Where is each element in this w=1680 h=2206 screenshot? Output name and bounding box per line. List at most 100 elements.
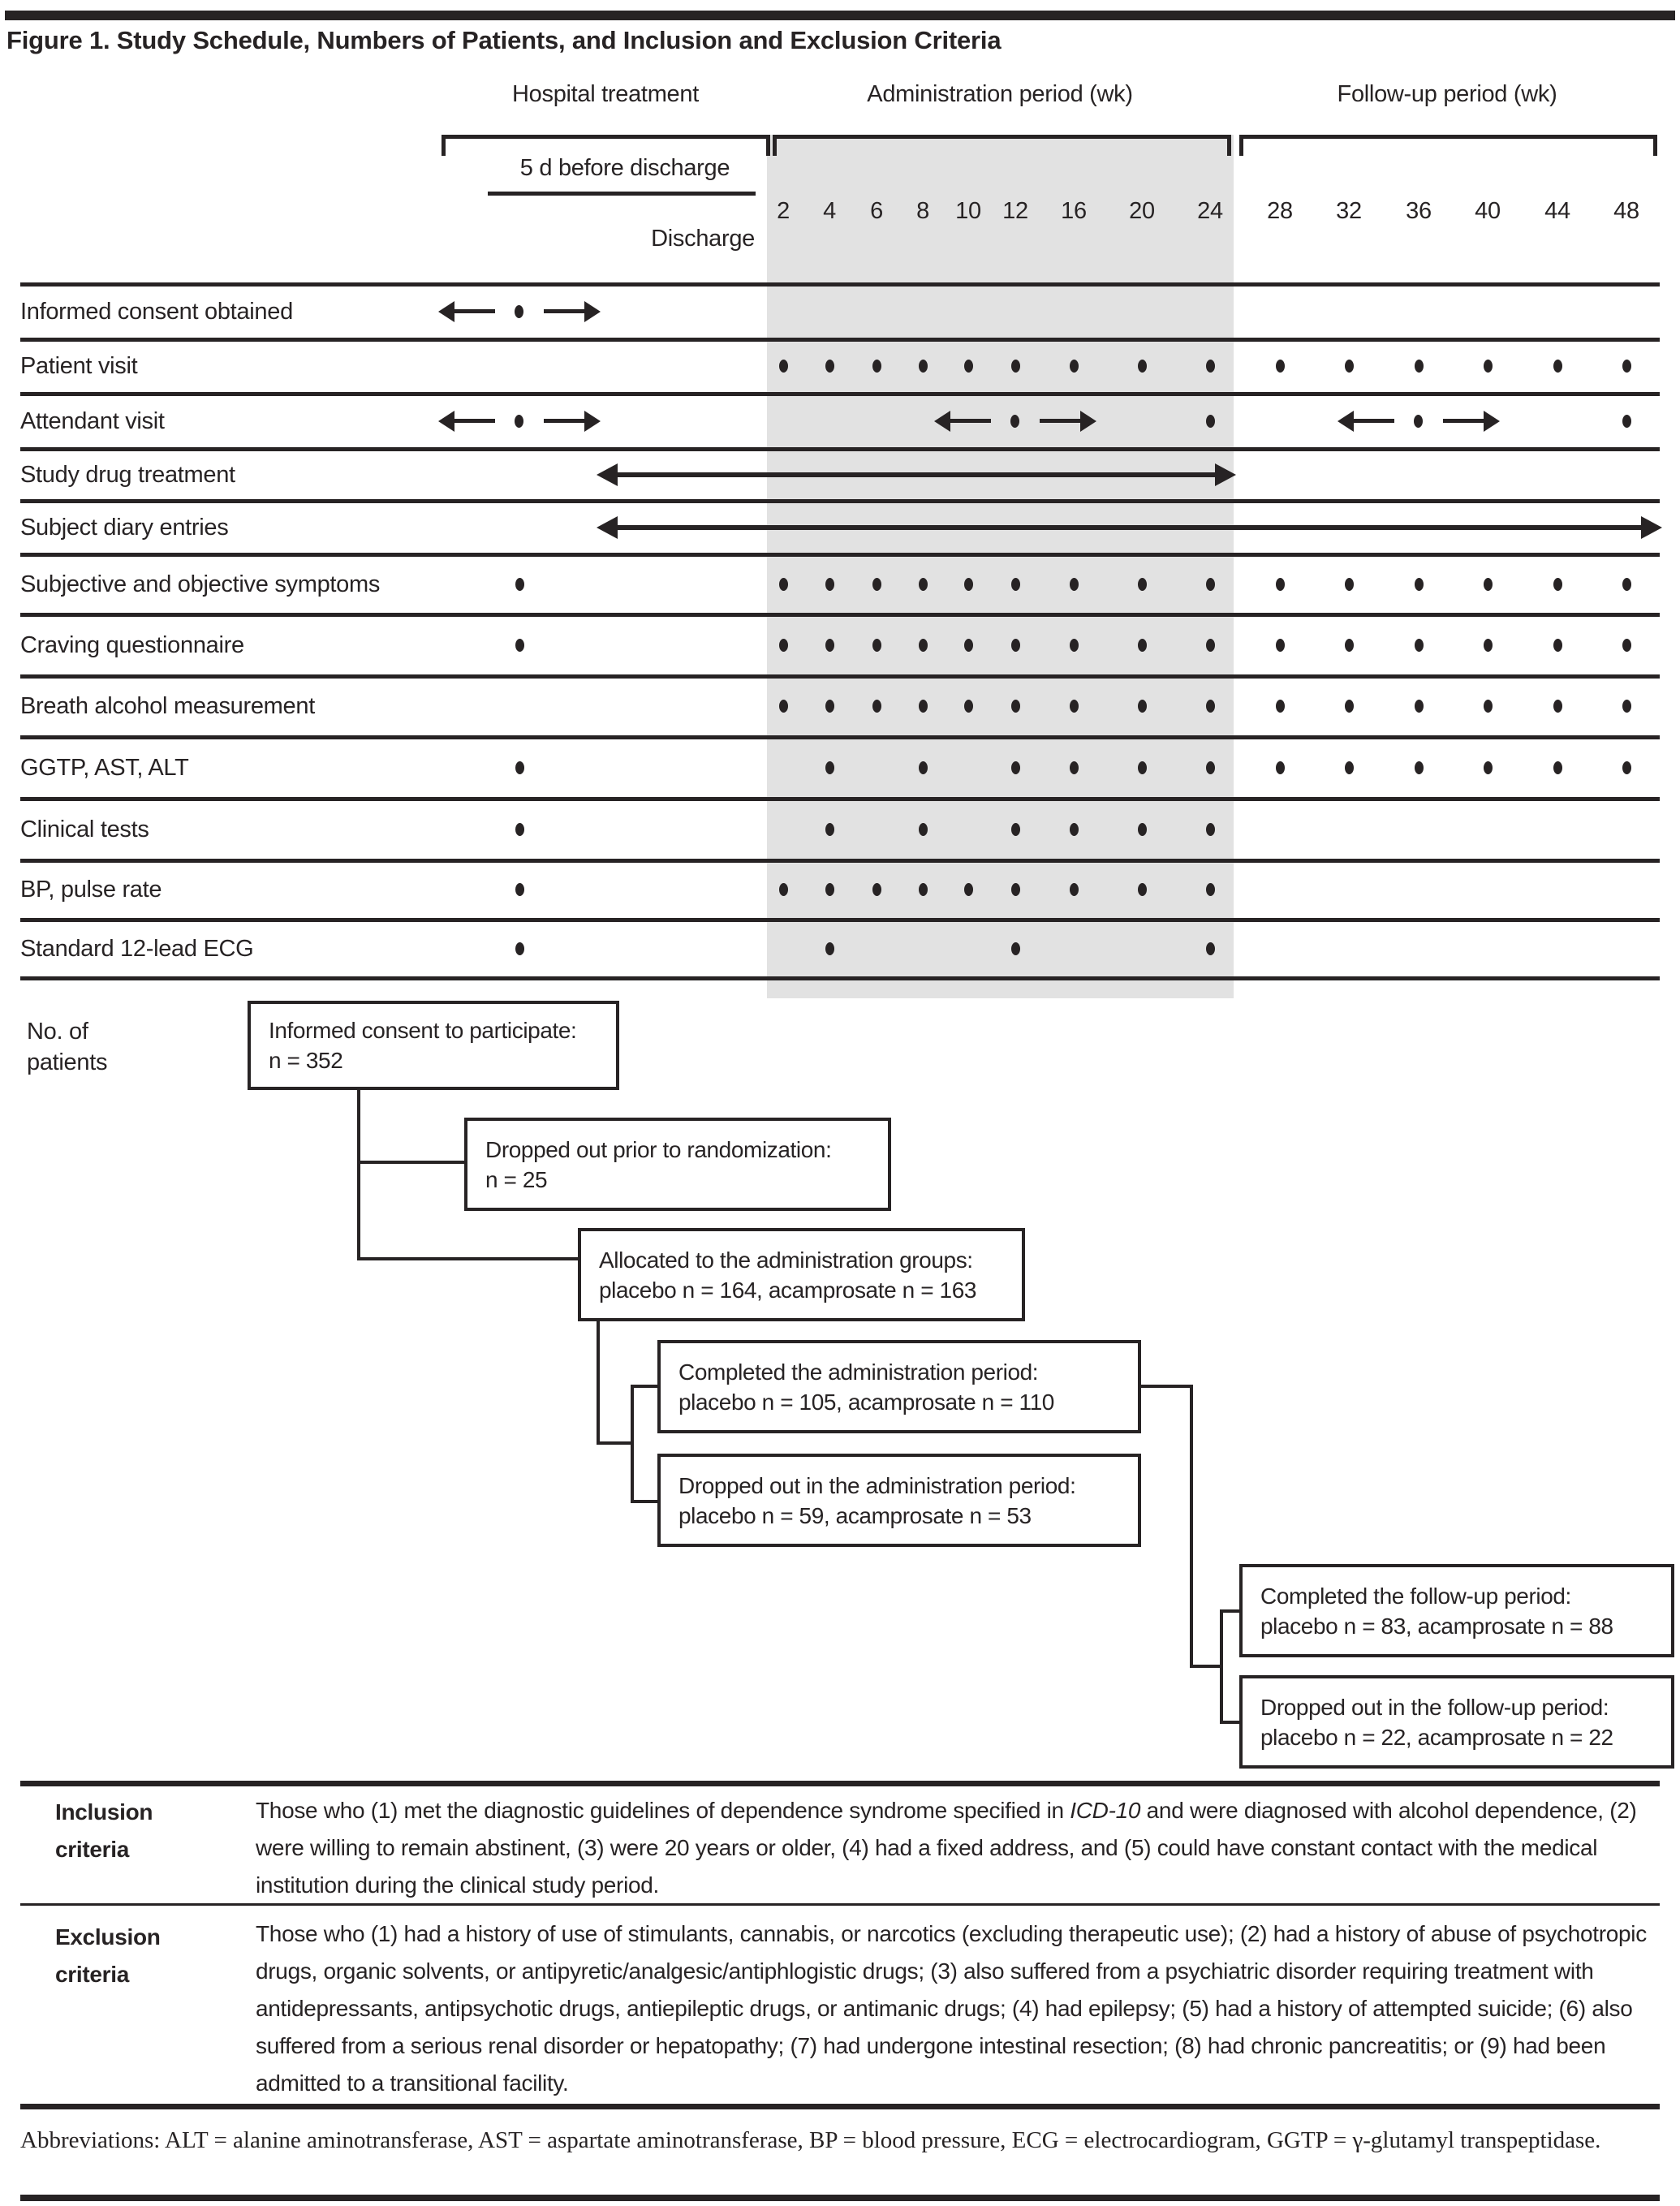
schedule-dot [1415, 639, 1424, 652]
figure-bottom-rule [20, 2195, 1660, 2201]
window-dot [515, 305, 523, 318]
flow-box-line: Allocated to the administration groups: [599, 1247, 973, 1273]
week-label: 48 [1613, 198, 1639, 224]
schedule-row-label: Patient visit [20, 353, 138, 379]
schedule-dot [964, 578, 973, 591]
flow-connector [1220, 1609, 1223, 1724]
schedule-dot [964, 700, 973, 713]
schedule-dot [1011, 942, 1020, 955]
window-line [453, 419, 495, 423]
schedule-dot [779, 883, 788, 896]
row-separator [20, 918, 1660, 922]
schedule-row-label: Subjective and objective symptoms [20, 571, 381, 597]
schedule-dot [1484, 700, 1493, 713]
week-label: 36 [1406, 198, 1432, 224]
visit-window-marker [438, 410, 601, 433]
schedule-dot [1138, 578, 1147, 591]
schedule-dot [1206, 360, 1215, 373]
schedule-dot [1415, 700, 1424, 713]
schedule-dot [1276, 360, 1285, 373]
schedule-dot [1138, 700, 1147, 713]
schedule-dot [779, 360, 788, 373]
inclusion-criteria-label: Inclusion criteria [55, 1799, 153, 1862]
row-separator [20, 859, 1660, 863]
schedule-dot [825, 761, 834, 774]
flow-connector [1190, 1385, 1193, 1668]
week-label: 8 [916, 198, 929, 224]
window-line [949, 419, 991, 423]
schedule-dot [964, 360, 973, 373]
flow-box-line: n = 25 [485, 1166, 548, 1192]
criteria-top-rule [20, 1781, 1660, 1786]
followup-period-header: Follow-up period (wk) [1337, 81, 1557, 107]
flow-connector [1138, 1385, 1193, 1388]
window-line [453, 309, 495, 313]
discharge-header: Discharge [651, 226, 755, 252]
schedule-dot [1276, 761, 1285, 774]
schedule-dot [825, 942, 834, 955]
arrow-left-icon [597, 463, 618, 486]
arrow-left-icon [438, 301, 454, 322]
row-separator [20, 674, 1660, 679]
week-label: 44 [1544, 198, 1570, 224]
schedule-dot [1011, 823, 1020, 836]
schedule-dot [1011, 578, 1020, 591]
schedule-dot [1138, 761, 1147, 774]
arrow-right-icon [1484, 411, 1500, 432]
followup-bracket [1239, 135, 1657, 156]
schedule-dot [825, 883, 834, 896]
schedule-dot [1345, 761, 1354, 774]
flow-box-line: Informed consent to participate: [269, 1018, 577, 1043]
schedule-dot [1345, 639, 1354, 652]
arrow-left-icon [438, 411, 454, 432]
window-dot [515, 415, 523, 428]
schedule-dot [825, 578, 834, 591]
flow-connector [357, 1161, 464, 1164]
criteria-divider-rule [20, 1903, 1660, 1906]
flow-box-line: placebo n = 83, acamprosate n = 88 [1260, 1613, 1613, 1639]
schedule-row-label: GGTP, AST, ALT [20, 755, 189, 781]
schedule-dot [1138, 823, 1147, 836]
flow-connector [597, 1441, 634, 1445]
schedule-dot [1011, 360, 1020, 373]
schedule-dot [1553, 360, 1562, 373]
flow-box-line: placebo n = 164, acamprosate n = 163 [599, 1277, 977, 1303]
schedule-dot [1276, 578, 1285, 591]
schedule-dot [872, 700, 881, 713]
flow-box-dropped-administration: Dropped out in the administration period… [657, 1454, 1141, 1547]
week-label: 12 [1002, 198, 1028, 224]
flow-box-dropped-pre-randomization: Dropped out prior to randomization: n = … [464, 1118, 891, 1211]
arrow-right-icon [584, 411, 601, 432]
arrow-right-icon [1215, 463, 1236, 486]
flow-connector [357, 1090, 360, 1260]
schedule-dot [1415, 578, 1424, 591]
schedule-dot [825, 639, 834, 652]
row-separator [20, 447, 1660, 451]
flow-connector [631, 1500, 657, 1503]
administration-period-header: Administration period (wk) [867, 81, 1133, 107]
arrow-right-icon [584, 301, 601, 322]
exclusion-criteria-text: Those who (1) had a history of use of st… [256, 1921, 1647, 2096]
schedule-row-label: Standard 12-lead ECG [20, 936, 254, 962]
before-discharge-header: 5 d before discharge [519, 155, 730, 181]
window-line [544, 419, 586, 423]
schedule-dot [1553, 700, 1562, 713]
schedule-dot [919, 578, 928, 591]
schedule-dot [1553, 639, 1562, 652]
administration-bracket [773, 135, 1231, 156]
inclusion-text-icd10: ICD-10 [1070, 1798, 1141, 1823]
week-label: 20 [1129, 198, 1155, 224]
schedule-dot [919, 639, 928, 652]
schedule-dot [1206, 578, 1215, 591]
schedule-dot [1206, 942, 1215, 955]
flow-box-line: Dropped out in the administration period… [678, 1472, 1076, 1498]
arrow-right-icon [1080, 411, 1096, 432]
flow-box-line: placebo n = 105, acamprosate n = 110 [678, 1389, 1054, 1415]
flow-connector [631, 1385, 634, 1503]
schedule-dot [1011, 700, 1020, 713]
row-separator [20, 338, 1660, 342]
flow-box-dropped-followup: Dropped out in the follow-up period: pla… [1239, 1675, 1674, 1769]
hospital-bracket [442, 135, 770, 156]
flow-box-completed-administration: Completed the administration period: pla… [657, 1340, 1141, 1433]
